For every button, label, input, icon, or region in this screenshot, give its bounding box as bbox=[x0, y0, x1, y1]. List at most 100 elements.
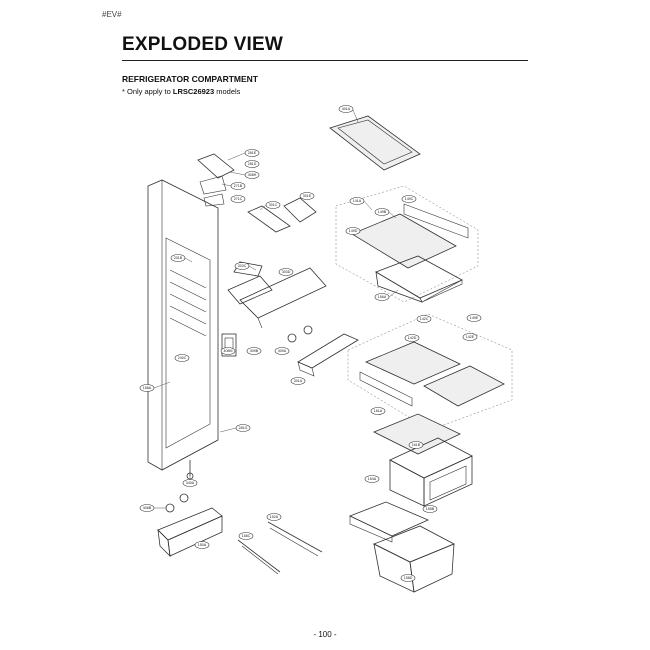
callout-158B: 158B bbox=[422, 505, 438, 513]
callout-label: 409B bbox=[250, 349, 259, 353]
middle-assembly-outline bbox=[347, 313, 513, 431]
callout-158C: 158C bbox=[238, 532, 254, 540]
callout-label: 149B bbox=[378, 210, 387, 214]
callout-149D: 149D bbox=[345, 227, 361, 235]
note-suffix: models bbox=[214, 87, 241, 96]
callout-label: 150A bbox=[198, 543, 207, 547]
callout-label: 158C bbox=[242, 534, 251, 538]
lower-shelf bbox=[373, 413, 461, 455]
callout-408M: 408M bbox=[220, 347, 236, 355]
bottom-drawer bbox=[373, 525, 455, 593]
callout-label: 281E bbox=[248, 151, 257, 155]
callout-281E: 281E bbox=[244, 149, 260, 157]
callout-label: 152A bbox=[270, 515, 279, 519]
callout-label: 340A bbox=[186, 481, 195, 485]
cabinet-body bbox=[147, 179, 219, 471]
callout-150A: 150A bbox=[194, 541, 210, 549]
callout-label: 303D bbox=[282, 270, 291, 274]
callout-label: 303C bbox=[238, 264, 247, 268]
callout-301A: 301A bbox=[290, 377, 306, 385]
callout-label: 408M bbox=[224, 349, 233, 353]
callout-142C: 142C bbox=[416, 315, 432, 323]
callout-161B: 161B bbox=[408, 441, 424, 449]
callout-label: 301E bbox=[303, 194, 312, 198]
callout-301E: 301E bbox=[299, 192, 315, 200]
callout-201B: 201B bbox=[170, 254, 186, 262]
callout-149B: 149B bbox=[374, 208, 390, 216]
leader-lines bbox=[153, 109, 399, 509]
callout-142E: 142E bbox=[462, 333, 478, 341]
callout-label: 158A bbox=[143, 386, 152, 390]
callout-label: 281G bbox=[239, 426, 248, 430]
callout-label: 149C bbox=[405, 197, 414, 201]
top-shelf bbox=[329, 115, 421, 171]
callout-label: 301C bbox=[269, 203, 278, 207]
callout-149E: 149E bbox=[466, 314, 482, 322]
callout-149C: 149C bbox=[401, 195, 417, 203]
callout-281G: 281G bbox=[235, 424, 251, 432]
callout-label: 161A bbox=[374, 409, 383, 413]
callout-label: 142E bbox=[466, 335, 475, 339]
callout-401A: 401A bbox=[338, 105, 354, 113]
middle-shelf-frame bbox=[359, 371, 413, 407]
callout-141A: 141A bbox=[349, 197, 365, 205]
callout-154A: 154A bbox=[364, 475, 380, 483]
callout-label: 142D bbox=[408, 336, 417, 340]
callout-152A: 152A bbox=[266, 513, 282, 521]
callout-label: 281D bbox=[248, 162, 257, 166]
callout-408B: 408B bbox=[139, 504, 155, 512]
upper-crisper-drawer bbox=[375, 255, 463, 303]
callout-301C: 301C bbox=[265, 201, 281, 209]
callout-label: 141A bbox=[353, 199, 362, 203]
callout-label: 240C bbox=[178, 356, 187, 360]
upper-shelf bbox=[351, 203, 469, 269]
callout-156A: 156A bbox=[374, 293, 390, 301]
note-prefix: * Only apply to bbox=[122, 87, 173, 96]
lamp-cover bbox=[297, 333, 359, 377]
page-title: EXPLODED VIEW bbox=[122, 34, 283, 55]
page-number: - 100 - bbox=[313, 630, 337, 639]
callout-408H: 408H bbox=[244, 171, 260, 179]
lower-cover bbox=[157, 507, 223, 558]
upper-assembly-outline bbox=[335, 185, 479, 303]
callout-label: 142C bbox=[420, 317, 429, 321]
callout-142D: 142D bbox=[404, 334, 420, 342]
callout-label: 271B bbox=[234, 184, 243, 188]
callout-label: 409A bbox=[278, 349, 287, 353]
middle-shelf-left bbox=[365, 341, 461, 385]
callout-label: 301A bbox=[294, 379, 303, 383]
middle-shelf-right bbox=[423, 365, 505, 407]
callout-label: 201B bbox=[174, 256, 183, 260]
callout-271B: 271B bbox=[230, 182, 246, 190]
callout-158A: 158A bbox=[139, 384, 155, 392]
callout-161A: 161A bbox=[370, 407, 386, 415]
callout-label: 408B bbox=[143, 506, 152, 510]
callout-label: 149D bbox=[349, 229, 358, 233]
callout-label: 401A bbox=[342, 107, 351, 111]
callout-label: 149E bbox=[470, 316, 479, 320]
section-heading: REFRIGERATOR COMPARTMENT bbox=[122, 74, 258, 84]
bottom-tray bbox=[348, 501, 429, 543]
control-housing bbox=[197, 153, 235, 207]
callout-409A: 409A bbox=[274, 347, 290, 355]
callout-409B: 409B bbox=[246, 347, 262, 355]
callout-281D: 281D bbox=[244, 160, 260, 168]
callout-240C: 240C bbox=[174, 354, 190, 362]
header-mark: #EV# bbox=[102, 10, 122, 19]
callout-271C: 271C bbox=[230, 195, 246, 203]
callout-label: 408H bbox=[248, 173, 257, 177]
callout-303D: 303D bbox=[278, 268, 294, 276]
callout-label: 161B bbox=[412, 443, 421, 447]
title-rule bbox=[122, 60, 528, 61]
lamp-bracket bbox=[247, 197, 317, 233]
note-model: LRSC26923 bbox=[172, 87, 215, 96]
callout-label: 158B bbox=[426, 507, 435, 511]
callout-label: 156A bbox=[378, 295, 387, 299]
lamp-bulbs bbox=[165, 325, 313, 513]
callout-label: 154A bbox=[368, 477, 377, 481]
callout-158D: 158D bbox=[400, 574, 416, 582]
model-note: * Only apply to LRSC26923 models bbox=[122, 87, 240, 96]
callout-340A: 340A bbox=[182, 479, 198, 487]
callout-label: 271C bbox=[234, 197, 243, 201]
